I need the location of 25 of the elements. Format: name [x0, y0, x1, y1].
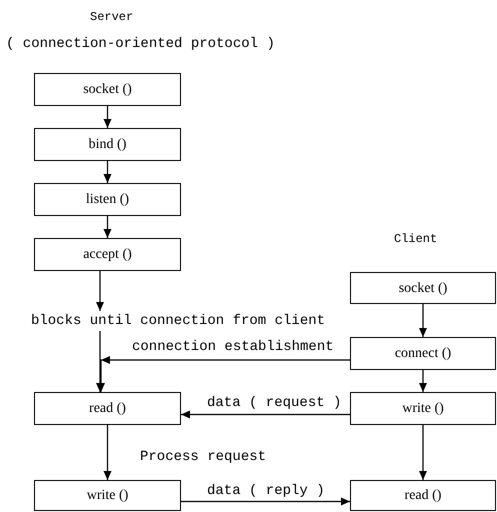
heading-label: Client [394, 231, 438, 248]
arrow [100, 356, 350, 392]
process-box: bind () [34, 128, 181, 161]
process-box: write () [34, 480, 181, 511]
process-box: listen () [34, 183, 181, 216]
arrow [419, 304, 427, 337]
arrow [104, 161, 112, 183]
state-text: blocks until connection from client [28, 311, 328, 331]
process-box: read () [350, 480, 496, 511]
arrow [181, 498, 350, 506]
arrow [104, 425, 112, 480]
arrow [96, 271, 104, 311]
arrow [104, 216, 112, 238]
process-box: write () [350, 392, 496, 425]
heading-label: Server [90, 9, 134, 26]
process-box: connect () [350, 337, 496, 370]
process-box: read () [34, 392, 181, 425]
arrow [181, 410, 350, 418]
process-box: socket () [34, 73, 181, 106]
arrow [419, 425, 427, 480]
process-box: accept () [34, 238, 181, 271]
process-box: socket () [350, 272, 496, 304]
arrow [104, 106, 112, 128]
heading-label: ( connection-oriented protocol ) [6, 35, 275, 54]
arrow [419, 370, 427, 392]
